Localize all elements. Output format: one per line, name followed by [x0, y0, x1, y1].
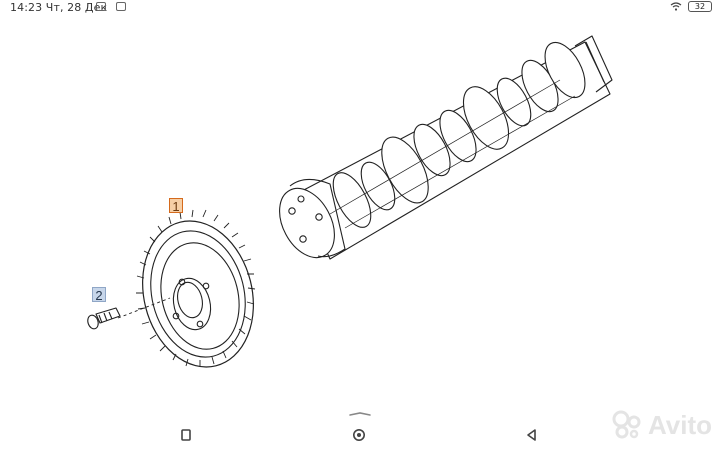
gallery-notification-icon: [96, 2, 106, 11]
camshaft-gear-drawing: [136, 209, 256, 368]
gallery-notification-icon-2: [116, 2, 126, 11]
home-icon[interactable]: [352, 428, 366, 442]
callout-2[interactable]: 2: [92, 287, 106, 303]
status-bar: 14:23 Чт, 28 Дек 32: [0, 0, 720, 14]
avito-wordmark: Avito: [648, 409, 713, 440]
wifi-icon: [670, 2, 682, 11]
recent-apps-icon[interactable]: [179, 428, 193, 442]
battery-icon: 32: [688, 1, 712, 12]
avito-watermark: Avito: [612, 410, 712, 440]
parts-diagram: [87, 35, 613, 368]
status-time: 14:23 Чт, 28 Дек: [10, 1, 108, 14]
callout-1[interactable]: 1: [169, 198, 183, 214]
drag-handle-icon[interactable]: [349, 412, 371, 416]
avito-logo-icon: [612, 410, 641, 439]
bolt-drawing: [87, 307, 121, 330]
camshaft-drawing: [279, 35, 613, 260]
back-icon[interactable]: [525, 428, 539, 442]
